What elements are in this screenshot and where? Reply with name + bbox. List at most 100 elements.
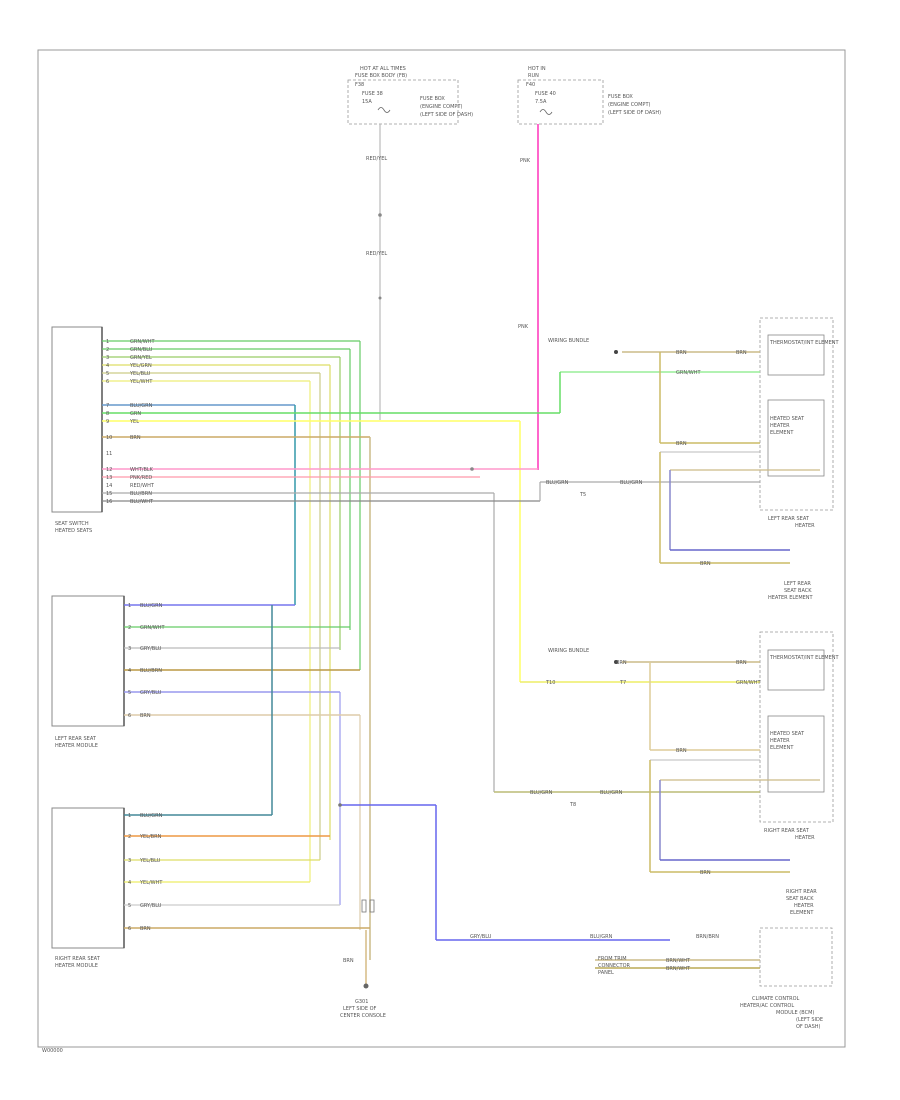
svg-text:BLU/GRN: BLU/GRN	[530, 790, 553, 796]
rr-element-ext-3: HEATER	[794, 903, 814, 909]
svg-text:WHT/BLK: WHT/BLK	[130, 467, 154, 473]
svg-text:YEL/GRN: YEL/GRN	[129, 363, 152, 369]
svg-text:BLU/GRN: BLU/GRN	[600, 790, 623, 796]
rr-heater-wires: WIRING BUNDLE BRN BRN T10 T7 GRN/WHT BRN…	[494, 648, 820, 876]
rr-module-label-2: HEATER MODULE	[55, 963, 98, 969]
svg-text:BLU/GRN: BLU/GRN	[130, 403, 153, 409]
svg-text:3: 3	[106, 355, 109, 361]
trim-label-2: CONNECTOR	[598, 963, 631, 969]
seat-switch-pin-labels: 1 2 3 4 5 6 7 8 9 10 11 12 13 14 15 16 G…	[106, 339, 155, 505]
fuse-left-fuse: FUSE 38	[362, 91, 383, 97]
svg-text:BRN: BRN	[676, 441, 687, 447]
lr-element-ext-1: LEFT REAR	[784, 581, 811, 587]
diagram-code: W00000	[42, 1048, 63, 1054]
ground-g301: BRN G301 LEFT SIDE OF CENTER CONSOLE	[340, 930, 386, 1019]
right-rear-seat-module: RIGHT REAR SEAT HEATER MODULE 1 2 3 4 5 …	[51, 605, 370, 969]
svg-text:12: 12	[106, 467, 112, 473]
svg-text:2: 2	[128, 625, 131, 631]
climate-label-1: CLIMATE CONTROL	[752, 996, 800, 1002]
lr-heater-label-1: LEFT REAR SEAT	[768, 516, 810, 522]
diagram-frame	[37, 49, 846, 1048]
svg-text:T8: T8	[569, 802, 576, 808]
fuse-left-wire-1: RED/YEL	[366, 156, 387, 162]
svg-text:GRY/BLU: GRY/BLU	[140, 646, 162, 652]
lr-element-ext-2: SEAT BACK	[784, 588, 812, 594]
svg-text:T5: T5	[579, 492, 586, 498]
svg-text:BRN: BRN	[140, 926, 151, 932]
svg-text:BLU/GRN: BLU/GRN	[590, 934, 613, 940]
svg-text:GRN/WHT: GRN/WHT	[676, 370, 701, 376]
climate-control-module: FROM TRIM CONNECTOR PANEL GRY/BLU BLU/GR…	[470, 927, 833, 1030]
seat-switch-label-1: SEAT SWITCH	[55, 521, 89, 527]
svg-text:BRN: BRN	[700, 561, 711, 567]
svg-text:13: 13	[106, 475, 112, 481]
fuse-left-title-1: HOT AT ALL TIMES	[360, 66, 406, 72]
svg-text:BRN/WHT: BRN/WHT	[666, 966, 691, 972]
fuse-right-desc-2: (ENGINE COMPT)	[608, 102, 650, 108]
svg-text:BLU/GRN: BLU/GRN	[546, 480, 569, 486]
svg-text:GRY/BLU: GRY/BLU	[140, 903, 162, 909]
left-rear-seat-heater: LEFT REAR SEAT HEATER THERMOSTAT/INT ELE…	[759, 317, 839, 529]
seat-switch-box	[51, 326, 103, 513]
left-rear-seat-module: LEFT REAR SEAT HEATER MODULE 1 2 3 4 5 6…	[51, 595, 361, 930]
trim-label-3: PANEL	[598, 970, 614, 976]
fuse-right-rating: 7.5A	[535, 99, 547, 105]
svg-text:BRN: BRN	[736, 350, 747, 356]
fuse-box-left-outline	[347, 79, 459, 125]
svg-text:GRN/WHT: GRN/WHT	[130, 339, 155, 345]
svg-text:BRN: BRN	[676, 748, 687, 754]
fuse-right-title-1: HOT IN	[528, 66, 546, 72]
svg-text:2: 2	[106, 347, 109, 353]
svg-text:T7: T7	[619, 680, 626, 686]
svg-text:GRY/BLU: GRY/BLU	[140, 690, 162, 696]
svg-text:BLU/WHT: BLU/WHT	[130, 499, 154, 505]
svg-text:BLU/GRN: BLU/GRN	[140, 813, 163, 819]
svg-text:3: 3	[128, 858, 131, 864]
lr-element-label-2: HEATER	[770, 423, 790, 429]
fuse-left-rating: 15A	[362, 99, 372, 105]
fuse-right-inner: F40	[526, 82, 535, 88]
svg-text:YEL/BLU: YEL/BLU	[139, 858, 161, 864]
svg-text:BRN: BRN	[616, 660, 627, 666]
svg-text:BRN: BRN	[676, 350, 687, 356]
fuse-box-left: HOT AT ALL TIMES FUSE BOX BODY (FB) FUSE…	[347, 66, 473, 125]
svg-text:BLU/BRN: BLU/BRN	[140, 668, 162, 674]
svg-text:YEL: YEL	[129, 419, 139, 425]
rr-element-label-2: HEATER	[770, 738, 790, 744]
svg-text:14: 14	[106, 483, 112, 489]
ground-label-3: CENTER CONSOLE	[340, 1013, 386, 1019]
svg-text:GRN/YEL: GRN/YEL	[130, 355, 152, 361]
rr-element-ext-4: ELEMENT	[790, 910, 814, 916]
svg-text:WIRING BUNDLE: WIRING BUNDLE	[548, 648, 589, 654]
svg-text:5: 5	[106, 371, 109, 377]
svg-text:YEL/BRN: YEL/BRN	[139, 834, 162, 840]
svg-text:6: 6	[106, 379, 109, 385]
svg-text:1: 1	[106, 339, 109, 345]
splice-left-1	[378, 213, 382, 217]
ground-label-1: G301	[355, 999, 368, 1005]
rr-element-label-3: ELEMENT	[770, 745, 794, 751]
fuse-right-symbol	[539, 109, 553, 115]
seat-switch-label-2: HEATED SEATS	[55, 528, 92, 534]
svg-text:7: 7	[106, 403, 109, 409]
svg-text:10: 10	[106, 435, 112, 441]
svg-text:GRN/BLU: GRN/BLU	[130, 347, 153, 353]
rr-heater-label-1: RIGHT REAR SEAT	[764, 828, 810, 834]
fuse-right-title-2: RUN	[528, 73, 539, 79]
svg-text:PNK/RED: PNK/RED	[130, 475, 152, 481]
splice-left-2	[378, 296, 382, 300]
fuse-left-title-2: FUSE BOX BODY (FB)	[355, 73, 407, 79]
svg-text:BRN: BRN	[130, 435, 141, 441]
svg-text:6: 6	[128, 926, 131, 932]
rr-module-label-1: RIGHT REAR SEAT	[55, 956, 101, 962]
right-rear-seat-heater: RIGHT REAR SEAT HEATER THERMOSTAT/INT EL…	[759, 631, 839, 841]
svg-text:8: 8	[106, 411, 109, 417]
svg-text:RED/WHT: RED/WHT	[130, 483, 155, 489]
seat-switch-wires	[102, 340, 560, 960]
seat-switch: SEAT SWITCH HEATED SEATS	[51, 326, 103, 534]
svg-text:BRN: BRN	[140, 713, 151, 719]
climate-label-4: (LEFT SIDE	[796, 1017, 823, 1023]
svg-text:BRN/WHT: BRN/WHT	[666, 958, 691, 964]
lr-element-label-3: ELEMENT	[770, 430, 794, 436]
